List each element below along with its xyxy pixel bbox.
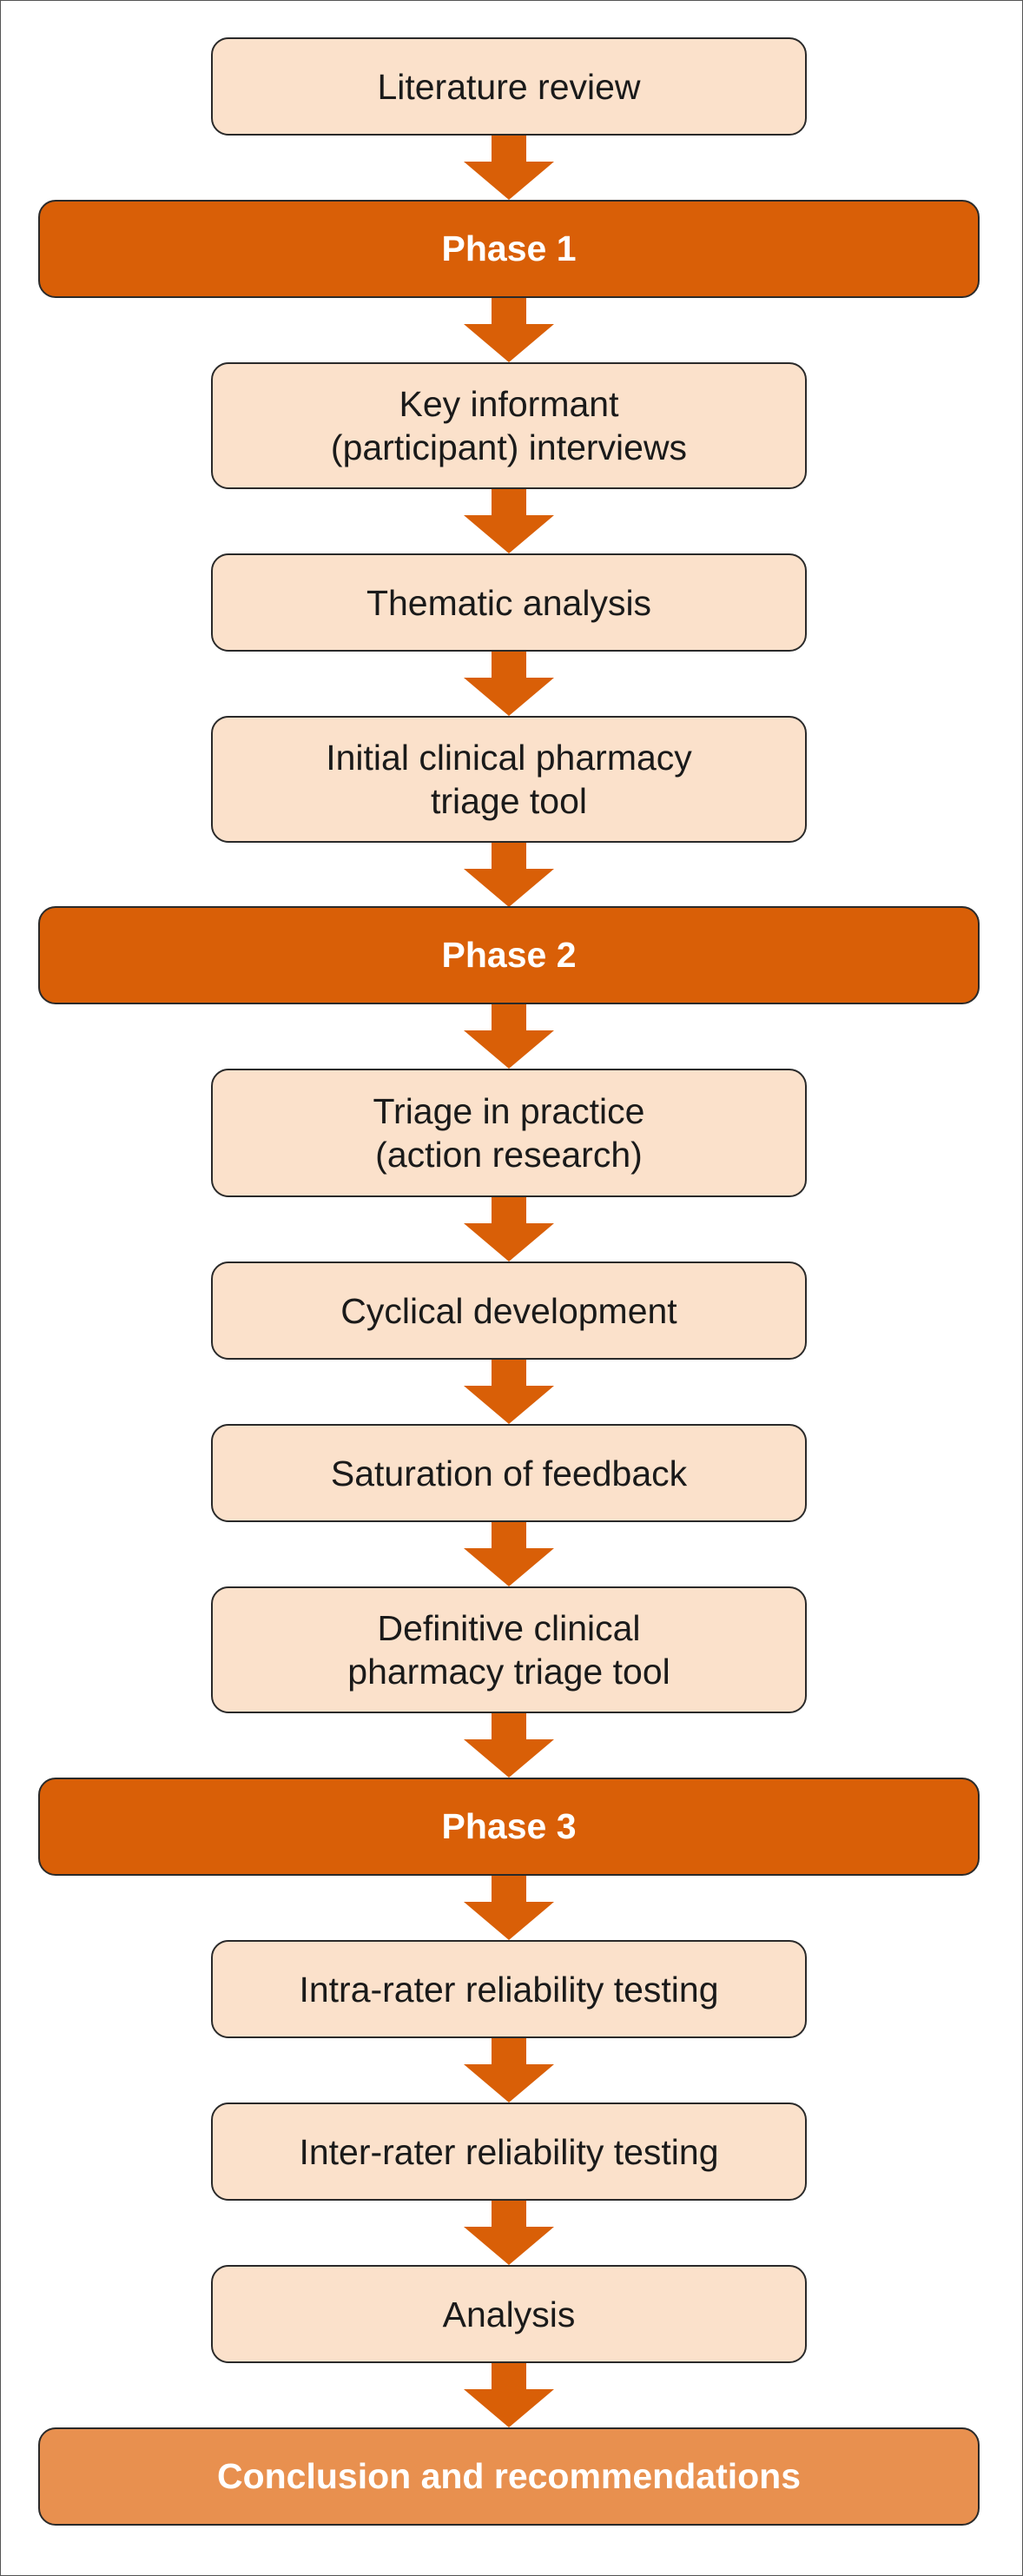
arrow-down-icon <box>464 1876 554 1940</box>
arrow-down-icon <box>464 2201 554 2265</box>
arrow-down-icon <box>464 843 554 907</box>
step-thematic-analysis: Thematic analysis <box>211 553 807 652</box>
arrow-down-icon <box>464 489 554 553</box>
phase-3-header: Phase 3 <box>38 1778 980 1876</box>
arrow-down-icon <box>464 2038 554 2103</box>
arrow-down-icon <box>464 1713 554 1778</box>
step-intra-rater-testing: Intra-rater reliability testing <box>211 1940 807 2038</box>
step-cyclical-development: Cyclical development <box>211 1262 807 1360</box>
arrow-down-icon <box>464 136 554 200</box>
step-label: Inter-rater reliability testing <box>299 2131 719 2172</box>
phase-1-header: Phase 1 <box>38 200 980 298</box>
step-initial-triage-tool: Initial clinical pharmacy triage tool <box>211 716 807 843</box>
step-saturation-of-feedback: Saturation of feedback <box>211 1424 807 1522</box>
arrow-down-icon <box>464 298 554 362</box>
step-label: Triage in practice (action research) <box>373 1091 645 1175</box>
step-literature-review: Literature review <box>211 37 807 136</box>
step-label: Literature review <box>377 66 641 107</box>
phase-2-header: Phase 2 <box>38 906 980 1004</box>
step-analysis: Analysis <box>211 2265 807 2363</box>
arrow-down-icon <box>464 2363 554 2427</box>
conclusion-box: Conclusion and recommendations <box>38 2427 980 2526</box>
conclusion-label: Conclusion and recommendations <box>216 2456 802 2496</box>
step-label: Initial clinical pharmacy triage tool <box>326 738 692 821</box>
step-label: Key informant (participant) interviews <box>330 384 688 467</box>
step-label: Saturation of feedback <box>330 1453 688 1493</box>
phase-label: Phase 2 <box>441 935 577 975</box>
step-triage-in-practice: Triage in practice (action research) <box>211 1069 807 1197</box>
arrow-down-icon <box>464 652 554 716</box>
arrow-down-icon <box>464 1004 554 1069</box>
step-label: Cyclical development <box>340 1290 677 1331</box>
step-label: Definitive clinical pharmacy triage tool <box>347 1608 670 1692</box>
step-label: Analysis <box>442 2294 576 2334</box>
step-label: Thematic analysis <box>366 582 652 623</box>
step-key-informant-interviews: Key informant (participant) interviews <box>211 362 807 489</box>
phase-label: Phase 1 <box>441 228 577 268</box>
phase-label: Phase 3 <box>441 1806 577 1846</box>
arrow-down-icon <box>464 1360 554 1424</box>
step-label: Intra-rater reliability testing <box>299 1969 719 2010</box>
step-inter-rater-testing: Inter-rater reliability testing <box>211 2103 807 2201</box>
step-definitive-triage-tool: Definitive clinical pharmacy triage tool <box>211 1586 807 1713</box>
arrow-down-icon <box>464 1522 554 1586</box>
arrow-down-icon <box>464 1197 554 1262</box>
